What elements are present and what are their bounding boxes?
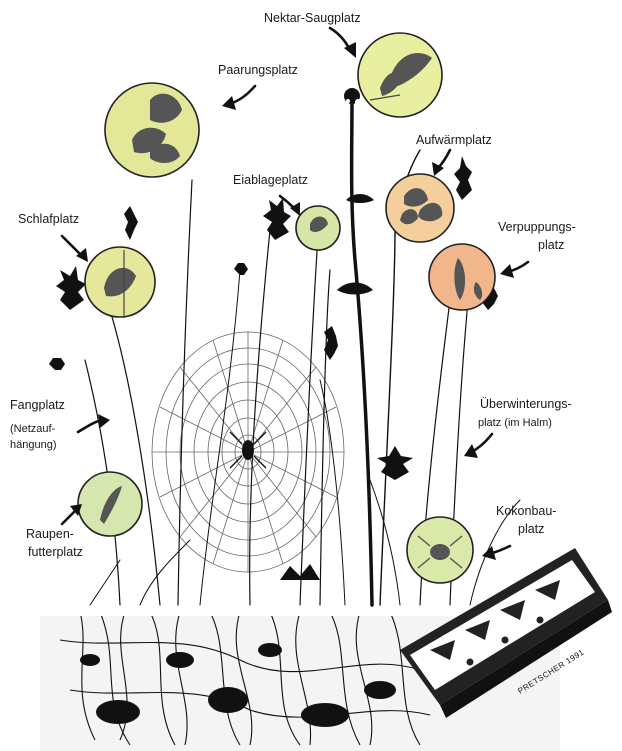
label-paarung: Paarungsplatz xyxy=(218,63,298,77)
label-ueberwinterung-line1: Überwinterungs- xyxy=(480,397,572,411)
label-raupen-line2: futterplatz xyxy=(28,545,83,559)
circle-eiablage xyxy=(296,206,340,250)
label-kokonbau-line2: platz xyxy=(518,522,544,536)
label-nektar: Nektar-Saugplatz xyxy=(264,11,361,25)
label-verpuppung-line2: platz xyxy=(538,238,564,252)
label-kokonbau-line1: Kokonbau- xyxy=(496,504,556,518)
label-raupen-line1: Raupen- xyxy=(26,527,74,541)
circle-kokonbau xyxy=(407,517,473,583)
label-fang-line3: hängung) xyxy=(10,439,57,451)
label-verpuppung-line1: Verpuppungs- xyxy=(498,220,576,234)
cut-gap xyxy=(40,600,510,616)
label-fang-line1: Fangplatz xyxy=(10,398,65,412)
circle-schlaf xyxy=(85,247,155,318)
circle-aufwaerm xyxy=(386,174,454,242)
circle-verpuppung xyxy=(429,244,495,310)
label-aufwaerm: Aufwärmplatz xyxy=(416,133,492,147)
label-fang-line2: (Netzauf- xyxy=(10,423,56,435)
circle-paarung xyxy=(105,83,199,177)
label-ueberwinterung-line2: platz (im Halm) xyxy=(478,417,552,429)
circle-nektar xyxy=(358,33,442,117)
label-schlaf: Schlafplatz xyxy=(18,212,79,226)
label-eiablage: Eiablageplatz xyxy=(233,173,308,187)
circle-raupen xyxy=(78,472,142,536)
